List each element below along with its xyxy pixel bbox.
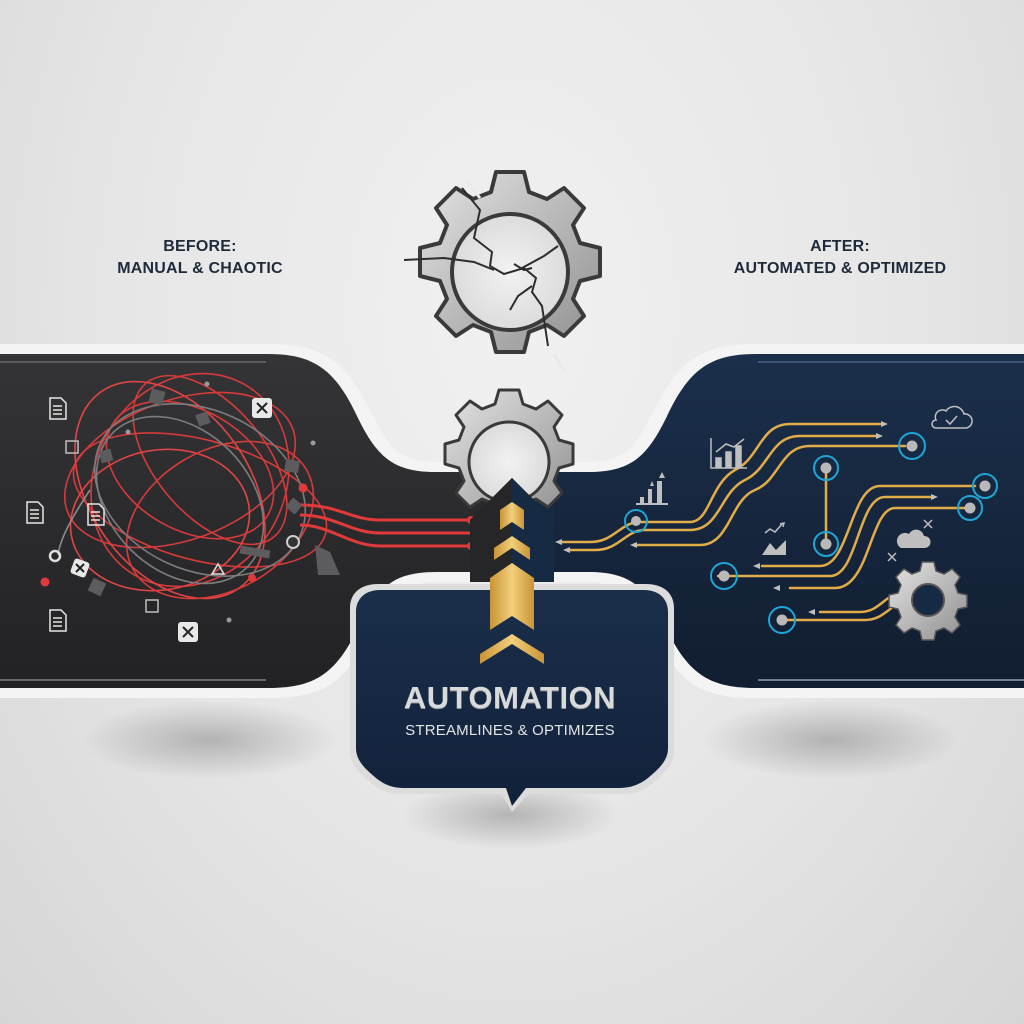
callout-subtitle: STREAMLINES & OPTIMIZES [405, 722, 615, 739]
close-box-icon [178, 622, 198, 642]
cloud-icon [896, 529, 931, 548]
triangle-icon [210, 562, 226, 575]
cloud-check-icon [931, 405, 973, 429]
bar-chart-icon [636, 472, 668, 505]
square-icon [145, 599, 159, 613]
document-icon [87, 503, 105, 526]
after-caption: AUTOMATED & OPTIMIZED [733, 260, 947, 277]
before-heading: BEFORE: MANUAL & CHAOTIC [70, 236, 330, 280]
chaos-tangle [57, 372, 478, 600]
circle-icon [48, 549, 62, 563]
x-mark-icons [887, 519, 933, 562]
after-heading: AFTER: AUTOMATED & OPTIMIZED [690, 236, 990, 280]
left-shadow [80, 700, 340, 780]
document-icon [49, 609, 67, 632]
close-box-icon [252, 398, 272, 418]
before-caption: MANUAL & CHAOTIC [117, 260, 283, 277]
document-icon [49, 397, 67, 420]
circle-icon [286, 535, 300, 549]
right-shadow [700, 700, 960, 780]
debris [87, 381, 340, 623]
document-icon [26, 501, 44, 524]
after-label: AFTER: [810, 238, 870, 255]
blue-nodes [624, 432, 998, 634]
close-box-icon [70, 558, 90, 578]
gear-icon [443, 388, 575, 520]
upward-chevrons-icon [480, 502, 544, 664]
callout-title: AUTOMATION [403, 680, 617, 715]
growth-chart-icon [710, 438, 747, 469]
cracked-gear-icon [403, 170, 602, 371]
trend-chart-icon [762, 521, 786, 555]
before-label: BEFORE: [163, 238, 237, 255]
gear-icon [888, 561, 968, 641]
arrowheads [555, 421, 938, 615]
square-icon [65, 440, 79, 454]
callout-box [350, 584, 674, 812]
